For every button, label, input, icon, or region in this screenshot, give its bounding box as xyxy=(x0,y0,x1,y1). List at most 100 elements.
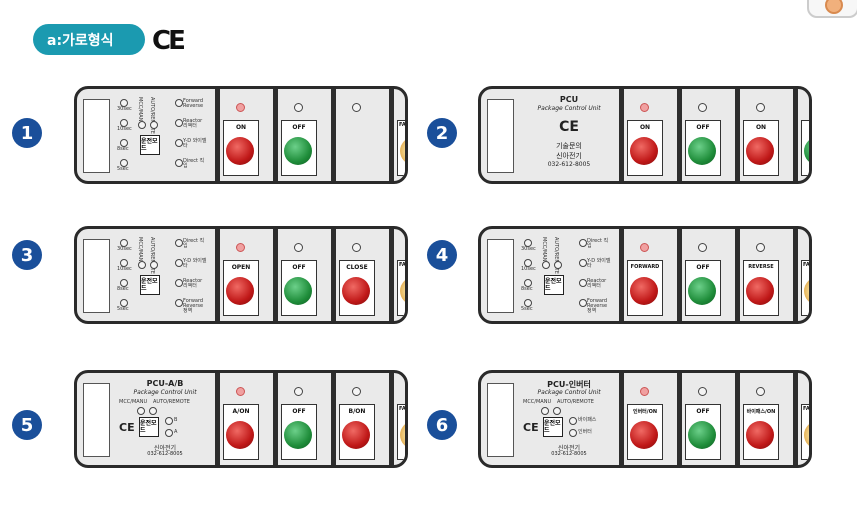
operation-mode-switch[interactable]: 운전모드 xyxy=(543,417,563,437)
mode-led xyxy=(553,407,561,415)
button-cap[interactable] xyxy=(226,137,254,165)
button-cap[interactable] xyxy=(688,421,716,449)
mode-led xyxy=(542,261,550,269)
phone-number: 032-612-8005 xyxy=(551,451,587,457)
button-cap[interactable] xyxy=(746,421,774,449)
timer-led xyxy=(524,239,532,247)
button-cap[interactable] xyxy=(284,137,312,165)
panel-divider xyxy=(619,373,624,465)
fault-lamp: FAULT LAMP xyxy=(397,260,405,316)
name-card-slot xyxy=(487,383,514,457)
timer-led xyxy=(524,279,532,287)
timer-led xyxy=(120,99,128,107)
push-button[interactable]: REVERSE xyxy=(743,260,779,316)
push-button[interactable]: B/ON xyxy=(339,404,375,460)
button-cap[interactable] xyxy=(804,137,809,165)
timer-led xyxy=(120,139,128,147)
button-cap[interactable] xyxy=(688,137,716,165)
panel-number-badge: 5 xyxy=(12,410,42,440)
button-cap[interactable] xyxy=(630,421,658,449)
push-button[interactable]: OFF xyxy=(281,404,317,460)
panel-number-badge: 4 xyxy=(427,240,457,270)
name-card-slot xyxy=(83,239,110,313)
start-method-label: Direct 직입 xyxy=(183,238,205,249)
company-name: 신아전기 xyxy=(557,445,581,452)
operation-mode-switch[interactable]: 운전모드 xyxy=(140,275,160,295)
start-method-led xyxy=(175,119,183,127)
push-button[interactable]: OFF xyxy=(685,404,721,460)
push-button[interactable]: OPEN xyxy=(223,260,259,316)
timer-label: 5sec xyxy=(117,166,129,172)
push-button[interactable]: OFF xyxy=(685,260,721,316)
push-button[interactable]: 바이패스/ON xyxy=(743,404,779,460)
operation-mode-switch[interactable]: 운전모드 xyxy=(140,135,160,155)
operation-mode-switch[interactable]: 운전모드 xyxy=(544,275,564,295)
push-button[interactable]: OFF xyxy=(801,120,809,176)
panel-divider xyxy=(793,229,798,321)
button-label: FORWARD xyxy=(630,264,660,270)
mode-switch-label: AUTO/REMOTE xyxy=(149,237,155,274)
fault-lamp: FAULT LAMP xyxy=(397,120,405,176)
start-method-label: Y-D 와이델타 xyxy=(183,138,207,149)
button-cap[interactable] xyxy=(226,277,254,305)
push-button[interactable]: FORWARD xyxy=(627,260,663,316)
push-button[interactable]: OFF xyxy=(281,260,317,316)
button-cap[interactable] xyxy=(630,277,658,305)
timer-led xyxy=(120,259,128,267)
push-button[interactable]: ON xyxy=(627,120,663,176)
panel-number-badge: 6 xyxy=(427,410,457,440)
panel-divider xyxy=(273,229,278,321)
button-label: OFF xyxy=(696,264,710,271)
fault-lamp: FAULT LAMP xyxy=(801,260,809,316)
button-cap[interactable] xyxy=(284,277,312,305)
button-cap[interactable] xyxy=(226,421,254,449)
fault-lamp-lens xyxy=(804,277,809,305)
button-cap[interactable] xyxy=(630,137,658,165)
button-cap[interactable] xyxy=(688,277,716,305)
indicator-led xyxy=(294,243,303,252)
indicator-led xyxy=(640,243,649,252)
start-method-led xyxy=(175,299,183,307)
timer-led xyxy=(524,259,532,267)
push-button[interactable]: OFF xyxy=(685,120,721,176)
panel-divider xyxy=(331,229,336,321)
push-button[interactable]: ON xyxy=(223,120,259,176)
button-cap[interactable] xyxy=(746,277,774,305)
button-cap[interactable] xyxy=(342,421,370,449)
panel-divider xyxy=(677,373,682,465)
button-label: A/ON xyxy=(232,408,250,415)
button-label: OFF xyxy=(696,124,710,131)
ce-mark: CE xyxy=(523,421,539,434)
panel-divider xyxy=(735,89,740,181)
button-cap[interactable] xyxy=(746,137,774,165)
start-method-led xyxy=(579,239,587,247)
panel-divider xyxy=(619,89,624,181)
button-label: OFF xyxy=(292,264,306,271)
brand-title: PCU-A/B xyxy=(146,379,184,388)
push-button[interactable]: A/ON xyxy=(223,404,259,460)
push-button[interactable]: OFF xyxy=(281,120,317,176)
push-button[interactable]: CLOSE xyxy=(339,260,375,316)
start-method-label: Y-D 와이델타 xyxy=(587,258,611,269)
panel-number-badge: 2 xyxy=(427,118,457,148)
operation-mode-switch[interactable]: 운전모드 xyxy=(139,417,159,437)
start-method-led xyxy=(579,279,587,287)
push-button[interactable]: ON xyxy=(743,120,779,176)
button-label: OFF xyxy=(696,408,710,415)
timer-label: 10sec xyxy=(117,126,132,132)
push-button[interactable]: 인버터/ON xyxy=(627,404,663,460)
panel-divider xyxy=(735,229,740,321)
panel-divider xyxy=(735,373,740,465)
start-method-label: Forward Reverse xyxy=(183,98,204,109)
button-label: OFF xyxy=(803,124,809,131)
timer-label: 5sec xyxy=(117,306,129,312)
start-method-led xyxy=(175,99,183,107)
button-cap[interactable] xyxy=(342,277,370,305)
mode-switch-label: AUTO/REMOTE xyxy=(153,399,190,405)
button-cap[interactable] xyxy=(284,421,312,449)
fault-lamp-lens xyxy=(400,421,405,449)
panel-divider xyxy=(677,89,682,181)
